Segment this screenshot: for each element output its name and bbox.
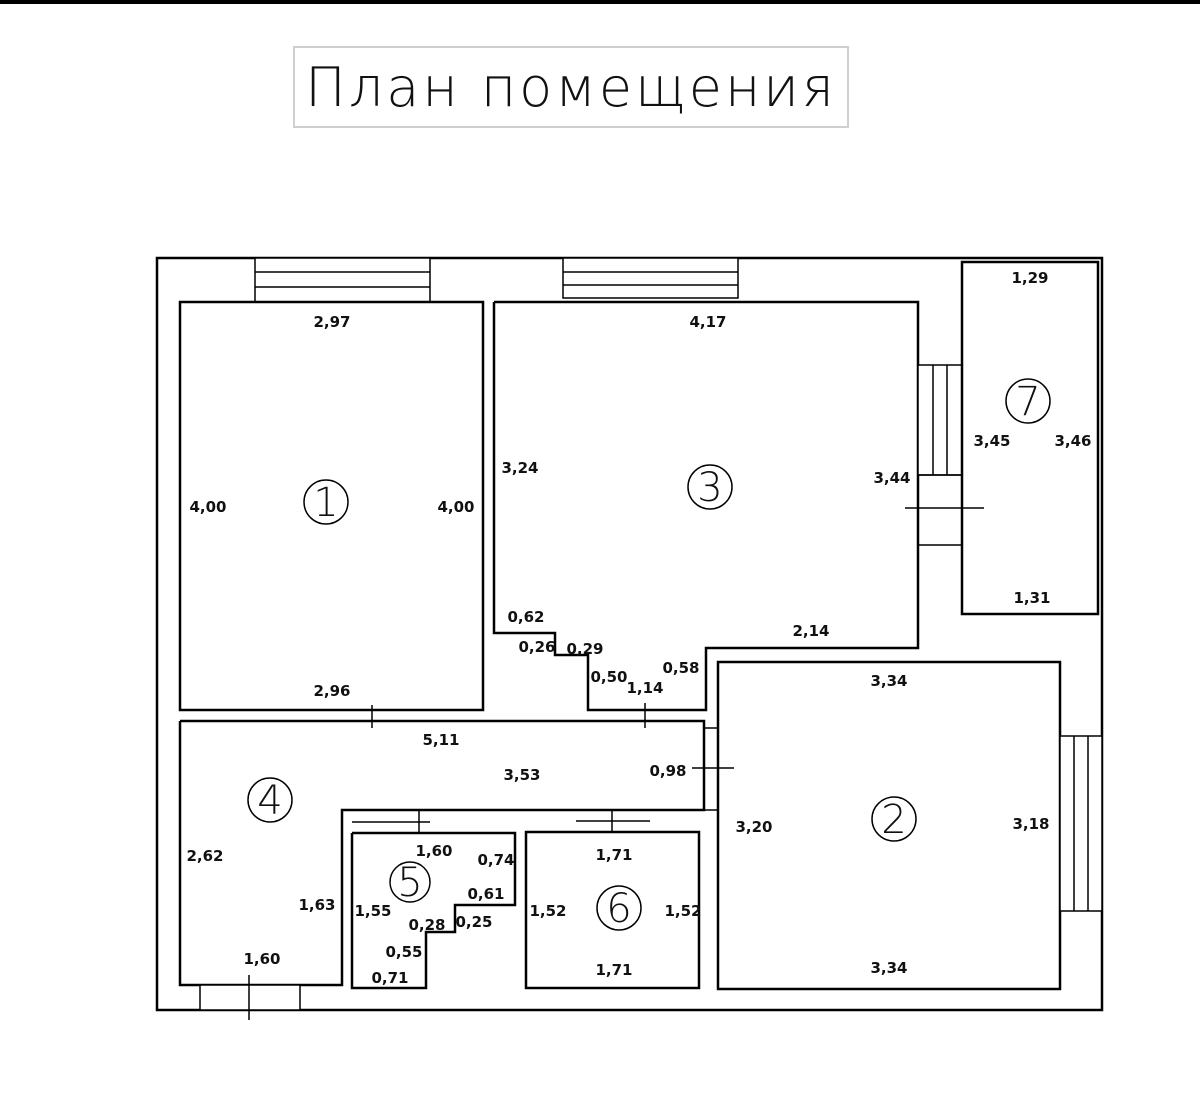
dim-r4-inner: 1,63 <box>298 896 335 914</box>
dim-r7-bottom: 1,31 <box>1013 589 1050 607</box>
room-label-1: 1 <box>303 479 349 526</box>
dim-r5-c: 0,28 <box>408 916 445 934</box>
dim-r6-left: 1,52 <box>529 902 566 920</box>
dim-r6-bottom: 1,71 <box>595 961 632 979</box>
svg-text:4: 4 <box>257 778 282 824</box>
svg-text:5: 5 <box>397 860 422 906</box>
dim-r3-s6: 0,58 <box>662 659 699 677</box>
svg-text:3: 3 <box>697 465 722 511</box>
title-box: План помещения <box>293 46 849 128</box>
dim-r4-mid: 3,53 <box>503 766 540 784</box>
window-room2 <box>1059 735 1103 912</box>
room-label-2: 2 <box>871 796 917 843</box>
room-label-4: 4 <box>247 777 293 824</box>
room-label-5: 5 <box>389 860 431 906</box>
dim-r5-e: 0,55 <box>385 943 422 961</box>
dim-r3-right: 3,44 <box>873 469 910 487</box>
dim-r4-right: 0,98 <box>649 762 686 780</box>
dim-r7-right: 3,46 <box>1054 432 1091 450</box>
dim-r6-right: 1,52 <box>664 902 701 920</box>
dim-r5-b: 0,61 <box>467 885 504 903</box>
window-room1 <box>254 257 431 303</box>
dim-r7-top: 1,29 <box>1011 269 1048 287</box>
dim-r1-right: 4,00 <box>437 498 474 516</box>
dim-r2-top: 3,34 <box>870 672 907 690</box>
dim-r3-left: 3,24 <box>501 459 538 477</box>
window-room3 <box>562 257 739 299</box>
dim-r3-s3: 0,29 <box>566 640 603 658</box>
dim-r6-top: 1,71 <box>595 846 632 864</box>
dim-r4-bottom: 1,60 <box>243 950 280 968</box>
room-label-7: 7 <box>1005 378 1051 425</box>
room-5 <box>350 831 517 990</box>
dim-r5-bottom: 0,71 <box>371 969 408 987</box>
dim-r7-left: 3,45 <box>973 432 1010 450</box>
room-4 <box>178 719 706 987</box>
dim-r4-left: 2,62 <box>186 847 223 865</box>
room-label-6: 6 <box>596 885 642 932</box>
dim-r4-top: 5,11 <box>422 731 459 749</box>
room-label-3: 3 <box>687 464 733 511</box>
dim-r3-s5: 1,14 <box>626 679 663 697</box>
dim-r2-right: 3,18 <box>1012 815 1049 833</box>
dim-r2-bottom: 3,34 <box>870 959 907 977</box>
dim-r3-s1: 0,62 <box>507 608 544 626</box>
svg-text:1: 1 <box>313 480 338 526</box>
dim-r5-d: 0,25 <box>455 913 492 931</box>
window-room4 <box>199 975 301 1020</box>
dim-r5-left: 1,55 <box>354 902 391 920</box>
dim-r3-s2: 0,26 <box>518 638 555 656</box>
dim-r1-top: 2,97 <box>313 313 350 331</box>
balcony-door <box>905 364 984 546</box>
room-1 <box>178 300 485 712</box>
svg-text:6: 6 <box>606 886 631 932</box>
dim-r3-s4: 0,50 <box>590 668 627 686</box>
dim-r1-bottom: 2,96 <box>313 682 350 700</box>
dim-r2-left: 3,20 <box>735 818 772 836</box>
page-title: План помещения <box>305 55 837 119</box>
door-room2 <box>692 727 734 811</box>
dim-r3-bottom: 2,14 <box>792 622 829 640</box>
svg-text:2: 2 <box>881 797 906 843</box>
dim-r5-a: 0,74 <box>477 851 514 869</box>
svg-text:7: 7 <box>1015 379 1040 425</box>
dim-r1-left: 4,00 <box>189 498 226 516</box>
dim-r3-top: 4,17 <box>689 313 726 331</box>
dim-r5-top: 1,60 <box>415 842 452 860</box>
top-rule <box>0 0 1200 4</box>
